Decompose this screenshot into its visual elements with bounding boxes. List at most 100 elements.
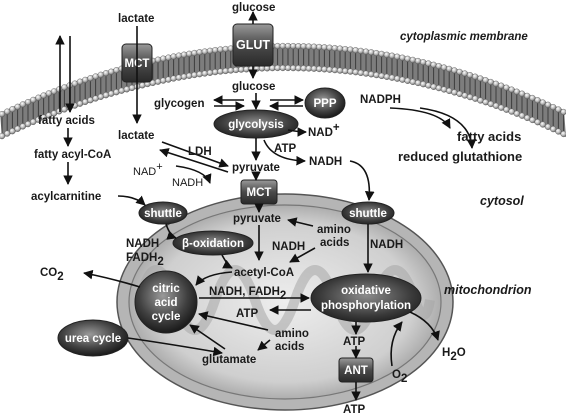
cytosol-label: cytosol [480, 194, 524, 208]
urea-cycle-node: urea cycle [57, 319, 129, 357]
lipid-head [71, 80, 78, 87]
lipid-head [347, 46, 354, 53]
lipid-head [14, 125, 21, 132]
nad-plus-left: NAD+ [133, 161, 163, 178]
lipid-head [472, 95, 479, 102]
lipid-head [0, 133, 6, 140]
lipid-head [472, 73, 479, 80]
atp-outside: ATP [343, 404, 365, 416]
citric-acid-cycle-node: citric acid cycle [134, 270, 198, 334]
lipid-head [357, 69, 364, 77]
lipid-head [508, 86, 515, 93]
lipid-head [435, 84, 442, 92]
oxphos-label-2: phosphorylation [321, 300, 411, 312]
lipid-head [550, 126, 557, 133]
lipid-head [35, 94, 42, 101]
lipid-head [316, 43, 323, 51]
glucose-inside: glucose [232, 81, 275, 93]
lipid-head [180, 51, 188, 58]
glut-label: GLUT [236, 38, 270, 52]
lipid-head [524, 114, 531, 122]
lipid-head [139, 82, 146, 89]
lipid-head [108, 68, 115, 75]
lipid-head [378, 50, 385, 58]
lipid-head [76, 78, 84, 85]
lipid-head [19, 101, 26, 108]
lipid-head [295, 65, 302, 72]
tca-label-1: citric [152, 283, 180, 295]
h2o-label: H2O [442, 347, 466, 363]
lipid-head [113, 67, 120, 74]
lipid-head [160, 55, 167, 62]
lipid-head [529, 94, 536, 102]
lipid-head [326, 44, 333, 51]
beta-oxidation-node: β-oxidation [172, 230, 254, 256]
lipid-head [222, 67, 229, 75]
lipid-head [513, 88, 520, 95]
pyruvate-mitochondrion: pyruvate [233, 213, 281, 225]
co2-label: CO2 [40, 267, 64, 283]
tca-label-3: cycle [152, 311, 181, 323]
amino-acids-bottom-1: amino [275, 328, 309, 340]
lipid-head [430, 61, 437, 68]
lipid-head [321, 66, 328, 73]
shuttle-left-node: shuttle [138, 201, 188, 225]
lipid-head [513, 110, 520, 117]
ant-transporter: ANT [338, 357, 374, 383]
lipid-head [290, 64, 297, 72]
lipid-head [477, 97, 484, 104]
amino-acids-bottom-2: acids [275, 341, 304, 353]
oxidative-phosphorylation-node: oxidative phosphorylation [310, 273, 422, 323]
lipid-head [9, 106, 16, 113]
lipid-head [544, 123, 552, 130]
lipid-head [170, 75, 177, 82]
lipid-head [368, 71, 375, 78]
lipid-head [165, 76, 172, 83]
lipid-head [154, 78, 162, 85]
lipid-head [24, 98, 32, 106]
lipid-head [165, 54, 172, 61]
lipid-head [191, 49, 198, 57]
lipid-head [279, 64, 286, 72]
lipid-head [227, 67, 234, 74]
lipid-head [206, 69, 214, 76]
acylcarnitine: acylcarnitine [31, 191, 101, 203]
lipid-head [50, 110, 58, 117]
lipid-head [238, 66, 245, 73]
lipid-head [113, 89, 120, 96]
lipid-head [56, 108, 63, 115]
lipid-head [404, 77, 411, 84]
lipid-head [102, 92, 110, 99]
lipid-head [529, 116, 536, 124]
lipid-head [196, 49, 203, 56]
lipid-head [0, 111, 6, 118]
mct-mito-label: MCT [247, 187, 272, 199]
lipid-head [305, 65, 312, 72]
lipid-head [555, 128, 562, 135]
ppp-node: PPP [304, 87, 346, 119]
lipid-head [14, 103, 21, 110]
lipid-head [430, 83, 437, 90]
lipid-head [503, 84, 510, 91]
lipid-head [534, 119, 541, 126]
lipid-head [222, 45, 229, 53]
lipid-head [191, 71, 198, 79]
lipid-head [30, 118, 37, 126]
beta-oxidation-label: β-oxidation [182, 238, 244, 250]
lipid-head [123, 86, 130, 93]
lipid-head [347, 68, 354, 75]
lipid-head [331, 66, 338, 74]
lipid-head [108, 90, 115, 97]
lipid-head [201, 70, 208, 77]
lipid-head [128, 84, 136, 92]
lipid-head [373, 71, 380, 79]
lipid-head [310, 43, 318, 50]
lipid-head [175, 74, 182, 81]
lipid-head [503, 106, 510, 113]
glycolysis-node: glycolysis [213, 109, 299, 139]
lipid-head [19, 123, 26, 130]
lipid-head [61, 106, 68, 113]
lipid-head [82, 76, 89, 84]
lipid-head [394, 75, 401, 82]
lipid-head [362, 48, 370, 55]
